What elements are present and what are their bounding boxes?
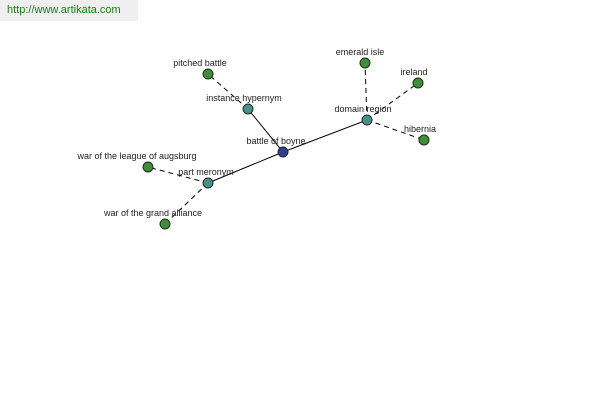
node-pitched-battle[interactable] (202, 68, 214, 80)
edge-center-region (282, 119, 368, 153)
node-ireland[interactable] (412, 77, 424, 89)
edge-region-ireland (366, 82, 419, 121)
label-grand-alliance: war of the grand alliance (103, 208, 202, 218)
edge-meronym-grand-alliance (164, 182, 209, 225)
node-battle-of-boyne[interactable] (277, 146, 289, 158)
label-emerald-isle: emerald isle (336, 47, 385, 57)
label-league-augsburg: war of the league of augsburg (76, 151, 196, 161)
label-hibernia: hibernia (404, 124, 436, 134)
node-league-augsburg[interactable] (142, 161, 154, 173)
label-instance-hypernym: instance hypernym (206, 93, 282, 103)
edge-hypernym-pitched-battle (207, 73, 249, 110)
node-grand-alliance[interactable] (159, 218, 171, 230)
edge-center-hypernym (247, 108, 284, 153)
label-pitched-battle: pitched battle (173, 58, 227, 68)
edge-meronym-league-augsburg (147, 166, 209, 184)
edge-region-emerald-isle (364, 62, 368, 121)
node-domain-region[interactable] (361, 114, 373, 126)
node-part-meronym[interactable] (202, 177, 214, 189)
node-emerald-isle[interactable] (359, 57, 371, 69)
edge-center-meronym (207, 151, 284, 184)
site-url-link[interactable]: http://www.artikata.com (7, 4, 121, 16)
label-ireland: ireland (400, 67, 427, 77)
label-part-meronym: part meronym (178, 167, 234, 177)
node-instance-hypernym[interactable] (242, 103, 254, 115)
site-banner: http://www.artikata.com (0, 0, 138, 21)
label-domain-region: domain region (334, 104, 391, 114)
label-battle-of-boyne: battle of boyne (246, 136, 305, 146)
edge-region-hibernia (366, 119, 425, 141)
node-hibernia[interactable] (418, 134, 430, 146)
